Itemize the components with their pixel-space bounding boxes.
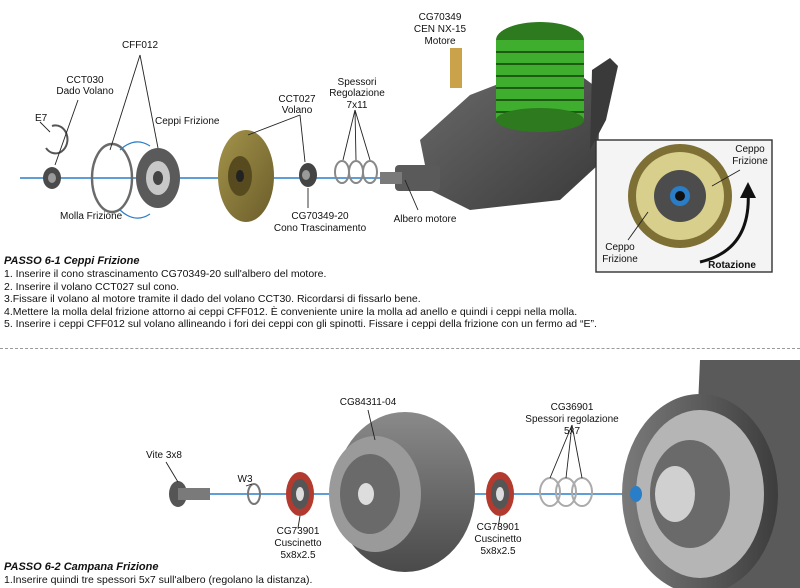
engine-pull-handle (590, 58, 618, 150)
label-size-b: 5x8x2.5 (480, 546, 515, 557)
clutch-shoes (136, 148, 180, 208)
engine-motor (380, 22, 618, 210)
label-w3: W3 (238, 474, 253, 485)
rotation-arrow (699, 189, 750, 264)
label-cg84311-04: CG84311-04 (340, 397, 397, 408)
label-cen-nx15: CEN NX-15 (414, 24, 467, 35)
leader-lines-2 (165, 409, 583, 529)
label-inset-ceppo-b: Ceppo (605, 242, 635, 253)
step-6-1-instructions: PASSO 6-1 Ceppi Frizione 1. Inserire il … (4, 255, 597, 331)
assembly-arrows (119, 141, 151, 219)
clutch-bell-gear (329, 412, 475, 572)
drive-cone (299, 163, 317, 187)
label-dado-volano: Dado Volano (56, 86, 114, 97)
step-6-1-line-2: 2. Inserire il volano CCT027 sul cono. (4, 280, 180, 293)
label-ceppi-frizione: Ceppi Frizione (155, 116, 220, 127)
label-e7: E7 (35, 113, 48, 124)
engine-clutch-housing (622, 360, 800, 588)
label-inset-frizione-a: Frizione (732, 156, 768, 167)
label-albero-motore: Albero motore (394, 214, 457, 225)
label-inset-ceppo-a: Ceppo (735, 144, 765, 155)
label-cct030: CCT030 (66, 75, 104, 86)
step-6-1-title: PASSO 6-1 Ceppi Frizione (4, 255, 140, 267)
label-cff012: CFF012 (122, 40, 159, 51)
step-6-1-line-1: 1. Inserire il cono strascinamento CG703… (4, 268, 327, 280)
label-cg70349-20: CG70349-20 (291, 211, 349, 222)
step-6-2-title: PASSO 6-2 Campana Frizione (4, 561, 159, 573)
label-size-a: 5x8x2.5 (280, 550, 315, 561)
label-volano: Volano (282, 105, 313, 116)
section-divider (0, 348, 800, 349)
step-6-2-instructions: PASSO 6-2 Campana Frizione 1.Inserire qu… (4, 561, 312, 587)
label-molla-frizione: Molla Frizione (60, 211, 123, 222)
label-motore: Motore (424, 36, 456, 47)
rotation-inset (595, 139, 773, 273)
label-spessori-regolazione: Spessori regolazione (525, 414, 619, 425)
label-cono-trascinamento: Cono Trascinamento (274, 223, 367, 234)
label-regolazione: Regolazione (329, 88, 385, 99)
label-cg73901-b: CG73901 (477, 522, 520, 533)
label-cuscinetto-a: Cuscinetto (274, 538, 322, 549)
label-size-7x11: 7x11 (347, 100, 368, 111)
washer-w3 (247, 483, 261, 505)
leader-lines-1 (39, 54, 419, 211)
label-cuscinetto-b: Cuscinetto (474, 534, 522, 545)
screw-3x8 (169, 481, 210, 507)
label-cg36901: CG36901 (551, 402, 594, 413)
bearing-a (286, 472, 314, 516)
label-spessori: Spessori (338, 77, 377, 88)
label-inset-frizione-b: Frizione (602, 254, 638, 265)
label-cct027: CCT027 (278, 94, 316, 105)
shims-7x11 (334, 160, 378, 184)
label-rotazione: Rotazione (708, 260, 756, 271)
step-6-1-line-4: 4.Mettere la molla delal frizione attorn… (4, 305, 578, 318)
label-cg73901-a: CG73901 (277, 526, 320, 537)
flywheel-nut (43, 167, 61, 189)
bearing-b (486, 472, 514, 516)
engine-cooling-head (496, 22, 584, 132)
e7-clip (45, 124, 69, 155)
shims-5x7 (539, 477, 593, 507)
label-size-5x7: 5x7 (564, 426, 581, 437)
step-6-2-line-1: 1.Inserire quindi tre spessori 5x7 sull'… (4, 574, 313, 586)
step-6-1-line-3: 3.Fissare il volano al motore tramite il… (4, 293, 421, 306)
label-vite: Vite 3x8 (146, 450, 182, 461)
step-6-1-line-5: 5. Inserire i ceppi CFF012 sul volano al… (4, 318, 597, 331)
label-cg70349: CG70349 (419, 12, 462, 23)
flywheel (218, 130, 274, 222)
engine-carburetor (450, 48, 462, 88)
